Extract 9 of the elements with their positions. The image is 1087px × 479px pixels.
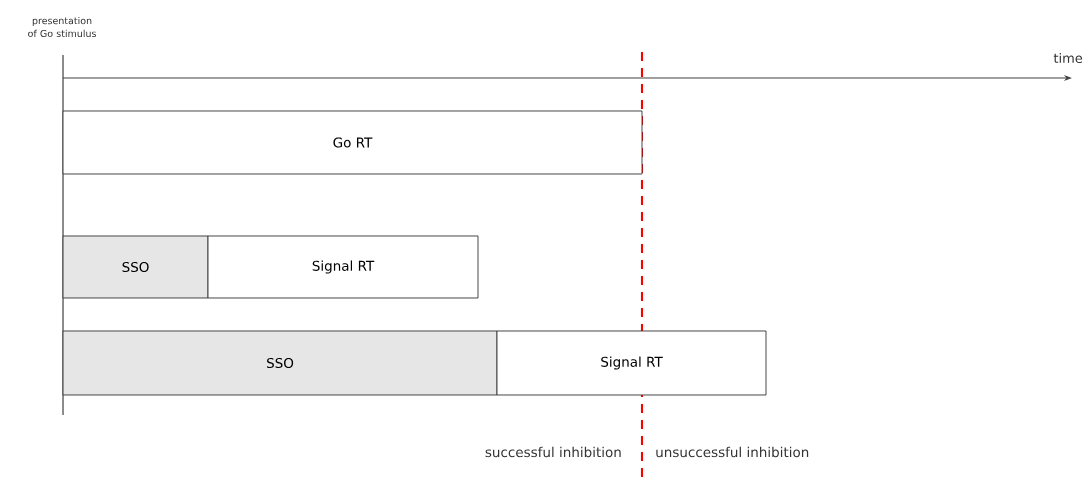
interval-box: Signal RT [207, 235, 479, 299]
annotation-text: presentation of Go stimulus [28, 16, 96, 38]
interval-box: SSO [62, 235, 209, 299]
interval-box: Signal RT [496, 330, 767, 396]
region-label: unsuccessful inhibition [656, 446, 809, 458]
region-label: successful inhibition [485, 446, 621, 458]
axis-label: time [1053, 52, 1083, 64]
interval-box: Go RT [62, 110, 643, 175]
interval-box: SSO [62, 330, 498, 396]
